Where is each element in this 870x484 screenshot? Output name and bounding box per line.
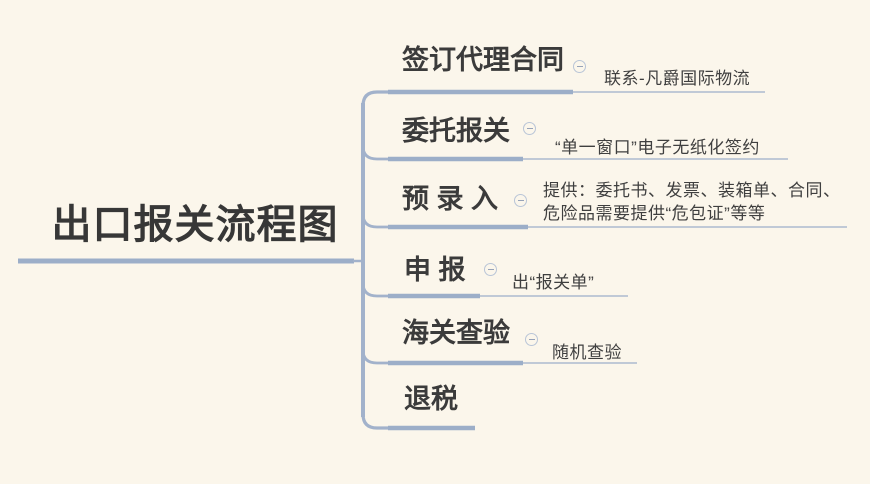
topic-underline-2 [388,156,523,162]
branch-curve-4 [361,282,390,298]
topic-underline-4 [388,293,480,299]
branch-topic-customs-inspection[interactable]: 海关查验 [402,318,510,348]
root-topic[interactable]: 出口报关流程图 [51,203,339,247]
minus-circle-icon[interactable] [525,333,538,346]
topic-underline-1 [388,89,573,95]
branch-note[interactable]: 提供：委托书、发票、装箱单、合同、危险品需要提供“危包证”等等 [543,181,841,223]
branch-note[interactable]: 随机查验 [552,343,622,362]
minus-circle-icon[interactable] [523,122,536,135]
minus-circle-icon[interactable] [484,263,497,276]
branch-curve-2 [361,145,390,161]
topic-underline-5 [388,360,523,366]
branch-topic-entrust-declaration[interactable]: 委托报关 [402,116,510,146]
branch-note[interactable]: 出“报关单” [512,273,595,292]
branch-topic-sign-agency-contract[interactable]: 签订代理合同 [402,45,564,75]
minus-circle-icon[interactable] [573,60,586,73]
branch-note[interactable]: 联系-凡爵国际物流 [604,69,751,88]
branch-curve-5 [361,349,390,365]
minus-circle-icon[interactable] [514,194,527,207]
branch-topic-declare[interactable]: 申 报 [404,255,466,285]
topic-underline-6 [388,425,475,431]
branch-topic-tax-refund[interactable]: 退税 [404,384,458,414]
root-underline [18,258,354,264]
branch-curve-3 [361,213,390,229]
branch-topic-pre-entry[interactable]: 预 录 入 [402,184,499,214]
branch-curve-1 [361,90,390,107]
branch-curve-6 [361,413,390,430]
topic-underline-3 [388,224,528,230]
branch-note[interactable]: “单一窗口”电子无纸化签约 [555,138,760,157]
